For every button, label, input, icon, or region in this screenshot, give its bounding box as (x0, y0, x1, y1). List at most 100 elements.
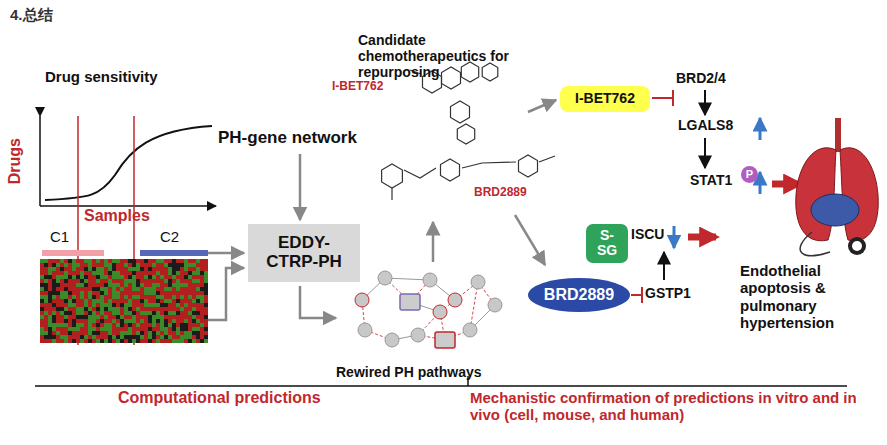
heatmap-cell (152, 299, 156, 303)
heatmap-cell (164, 307, 168, 311)
heatmap-cell (144, 259, 148, 263)
heatmap-cell (92, 267, 96, 271)
heatmap-cell (148, 331, 152, 335)
ring (382, 164, 403, 188)
heatmap-cell (184, 283, 188, 287)
heatmap-cell (192, 283, 196, 287)
node-text: EDDY-CTRP-PH (253, 234, 355, 271)
heatmap-cell (152, 283, 156, 287)
heatmap-cell (148, 299, 152, 303)
heatmap-cell (48, 315, 52, 319)
heatmap-cell (176, 331, 180, 335)
group-label: C1 (50, 228, 69, 245)
heatmap-cell (140, 331, 144, 335)
heatmap-cell (128, 291, 132, 295)
heatmap-cell (96, 303, 100, 307)
heatmap-cell (196, 287, 200, 291)
heatmap-cell (60, 267, 64, 271)
heatmap-cell (72, 279, 76, 283)
heatmap-cell (124, 307, 128, 311)
heatmap-cell (204, 315, 208, 319)
heatmap-cell (192, 311, 196, 315)
heatmap-cell (172, 303, 176, 307)
heatmap-cell (180, 303, 184, 307)
heatmap-cell (136, 259, 140, 263)
heatmap-cell (72, 283, 76, 287)
heatmap-cell (120, 319, 124, 323)
heatmap-cell (184, 319, 188, 323)
heatmap-cell (116, 287, 120, 291)
heatmap-cell (88, 279, 92, 283)
heatmap-cell (88, 299, 92, 303)
heatmap-cell (156, 263, 160, 267)
heatmap-cell (128, 275, 132, 279)
heatmap-cell (44, 259, 48, 263)
heatmap-cell (156, 327, 160, 331)
modification-box: S-SG (586, 224, 628, 263)
heatmap-cell (176, 315, 180, 319)
heatmap-cell (100, 279, 104, 283)
heatmap-cell (200, 303, 204, 307)
heatmap-cell (144, 311, 148, 315)
heatmap-cell (68, 323, 72, 327)
heatmap-cell (204, 323, 208, 327)
heatmap-cell (128, 295, 132, 299)
heatmap-cell (40, 335, 44, 339)
heatmap-cell (68, 267, 72, 271)
heatmap-cell (124, 267, 128, 271)
heatmap-cell (204, 283, 208, 287)
heatmap-cell (96, 295, 100, 299)
heatmap-cell (48, 319, 52, 323)
heatmap-cell (68, 319, 72, 323)
heatmap-cell (68, 291, 72, 295)
heatmap-cell (84, 331, 88, 335)
heatmap-cell (112, 323, 116, 327)
heatmap-cell (56, 339, 60, 343)
heatmap-cell (100, 287, 104, 291)
heatmap-cell (108, 315, 112, 319)
heatmap-cell (56, 291, 60, 295)
heatmap-cell (200, 291, 204, 295)
heatmap-cell (40, 307, 44, 311)
heatmap-cell (164, 295, 168, 299)
heatmap-cell (120, 279, 124, 283)
heatmap-cell (108, 295, 112, 299)
heatmap-cell (160, 271, 164, 275)
heatmap-cell (44, 267, 48, 271)
heatmap-cell (172, 327, 176, 331)
heatmap-cell (152, 259, 156, 263)
heatmap-cell (196, 271, 200, 275)
heatmap-cell (128, 319, 132, 323)
heatmap-cell (160, 311, 164, 315)
heatmap-cell (64, 307, 68, 311)
heatmap-cell (140, 307, 144, 311)
network-hub (400, 294, 420, 310)
heatmap-cell (84, 267, 88, 271)
heatmap-cell (136, 335, 140, 339)
heatmap-cell (60, 331, 64, 335)
heatmap-cell (184, 271, 188, 275)
heatmap-cell (152, 335, 156, 339)
heatmap-cell (124, 319, 128, 323)
heatmap-cell (104, 263, 108, 267)
heatmap-cell (44, 263, 48, 267)
heatmap-cell (40, 279, 44, 283)
heatmap-cell (76, 339, 80, 343)
heatmap-cell (76, 311, 80, 315)
heatmap-cell (92, 331, 96, 335)
heatmap (40, 259, 208, 343)
heatmap-cell (104, 335, 108, 339)
heatmap-cell (72, 299, 76, 303)
heatmap-cell (120, 295, 124, 299)
heatmap-cell (192, 339, 196, 343)
heatmap-cell (80, 303, 84, 307)
heatmap-cell (104, 319, 108, 323)
heatmap-cell (152, 339, 156, 343)
heatmap-cell (136, 287, 140, 291)
heatmap-cell (164, 335, 168, 339)
heatmap-cell (132, 327, 136, 331)
heatmap-cell (124, 303, 128, 307)
gene-label: GSTP1 (645, 285, 691, 301)
heatmap-cell (204, 291, 208, 295)
